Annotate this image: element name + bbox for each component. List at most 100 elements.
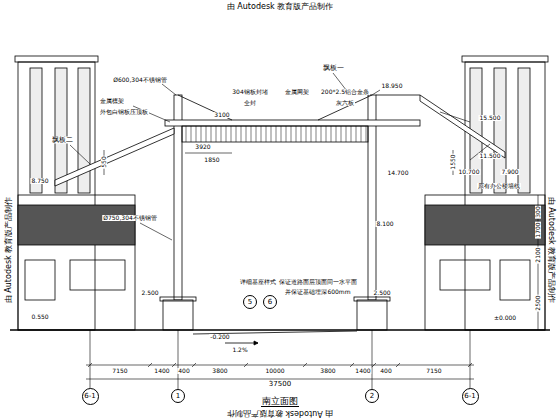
louver-bar: [266, 126, 267, 142]
annotation: 400: [379, 368, 392, 374]
annotation: 飘板一: [322, 65, 345, 72]
louver-bar: [216, 126, 217, 142]
annotation: Ø600,304不锈钢管: [112, 77, 168, 83]
louver-bar: [231, 126, 232, 142]
leader-lines: [70, 73, 490, 240]
annotation: 1700: [535, 221, 541, 238]
annotation: 保证道路面层顶面同一水平面: [278, 279, 358, 285]
annotation: 10.700: [458, 169, 481, 175]
annotation: 3800: [211, 368, 228, 374]
left-building: [15, 56, 135, 330]
annotation: 300: [535, 205, 541, 218]
louver-bar: [211, 126, 212, 142]
annotation: 400: [177, 368, 190, 374]
watermark: 由 Autodesk 教育版产品制作: [226, 3, 334, 11]
louver-bar: [346, 126, 347, 142]
annotation: 15.500: [479, 115, 502, 121]
gate-structure: [55, 95, 505, 330]
axis-marker: 2: [365, 389, 379, 403]
marker-text: 6: [268, 299, 272, 306]
watermark: 由 Autodesk 教育版产品制作: [5, 196, 13, 304]
louver-bar: [286, 126, 287, 142]
annotation: 3920: [194, 144, 211, 150]
louver-bar: [201, 126, 202, 142]
annotation: 金属檩架: [99, 98, 125, 104]
dim-tick: [192, 363, 196, 367]
ground-lines: [10, 330, 550, 345]
annotation: 并保证基础埋深600mm: [284, 289, 351, 295]
annotation: 0.550: [30, 314, 49, 320]
louver-bar: [351, 126, 352, 142]
louver-bar: [251, 126, 252, 142]
louver-bar: [226, 126, 227, 142]
annotation: 金属网架: [284, 89, 310, 95]
louver-bar: [336, 126, 337, 142]
annotation: 1.2%: [231, 347, 248, 353]
louver-bar: [271, 126, 272, 142]
louver-bar: [276, 126, 277, 142]
louver-bar: [256, 126, 257, 142]
louver-bar: [236, 126, 237, 142]
louver-bar: [341, 126, 342, 142]
louver-bar: [246, 126, 247, 142]
annotation: 飘板二: [51, 137, 74, 144]
annotation: 11.500: [479, 153, 502, 159]
annotation: 全封: [243, 100, 257, 106]
axis-marker: 6-1: [82, 388, 99, 405]
annotation: 详细基座样式: [239, 279, 277, 285]
axis-marker: 6-1: [462, 388, 479, 405]
louver-bar: [331, 126, 332, 142]
annotation: 2.500: [372, 290, 391, 296]
dim-tick: [172, 363, 176, 367]
louver-bar: [296, 126, 297, 142]
louver-bar: [326, 126, 327, 142]
louver-bar: [221, 126, 222, 142]
annotation: 18.950: [381, 83, 404, 89]
marker-text: 2: [370, 393, 374, 400]
watermark: 由 Autodesk 教育版产品制作: [547, 196, 555, 304]
dimension-lines: [86, 150, 538, 389]
detail-callout: 5: [243, 295, 257, 309]
annotation: 200*2.5铝合金条: [320, 89, 370, 95]
louver-bar: [366, 126, 367, 142]
annotation: 7.900: [500, 169, 519, 175]
louver-bar: [301, 126, 302, 142]
annotation: 8.100: [375, 221, 394, 227]
annotation: 37500: [268, 381, 292, 388]
annotation: 1550: [450, 153, 456, 170]
louver-bar: [291, 126, 292, 142]
louver-bar: [241, 126, 242, 142]
annotation: 550: [101, 155, 107, 168]
annotation: 灰六板: [335, 100, 355, 106]
annotation: 304钢板封堵: [231, 89, 268, 95]
louver-bar: [196, 126, 197, 142]
drawing-title: 南立面图: [261, 397, 299, 407]
annotation: -0.200: [209, 334, 230, 340]
dim-tick: [244, 363, 248, 367]
marker-text: 5: [248, 299, 252, 306]
annotation: 7150: [111, 368, 128, 374]
louver-bar: [206, 126, 207, 142]
louver-bar: [321, 126, 322, 142]
annotation: Ø750,304不锈钢管: [102, 215, 158, 221]
louver-bar: [191, 126, 192, 142]
detail-callout: 6: [263, 295, 277, 309]
annotation: 2500: [535, 294, 541, 311]
dim-tick: [148, 363, 152, 367]
marker-text: 1: [176, 393, 180, 400]
annotation: 1850: [203, 157, 220, 163]
annotation: 1400: [153, 368, 170, 374]
right-building: [425, 56, 548, 330]
annotation: 1400: [354, 368, 371, 374]
marker-text: 6-1: [84, 393, 95, 400]
louver-bar: [311, 126, 312, 142]
annotation: 2.500: [140, 290, 159, 296]
dim-tick: [372, 363, 376, 367]
annotation: 2100: [535, 246, 541, 263]
annotation: 外包白钢板压顶板: [99, 109, 149, 115]
annotation: ±0.000: [493, 315, 517, 321]
dim-tick: [396, 363, 400, 367]
louver-bar: [281, 126, 282, 142]
